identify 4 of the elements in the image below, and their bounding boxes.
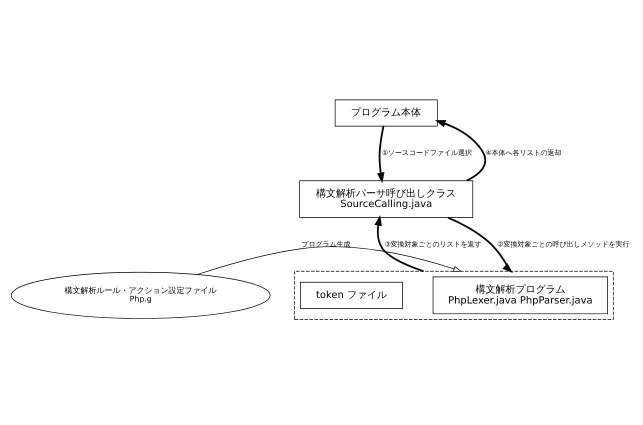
edge-label: ④本体へ各リストの返却 — [485, 148, 562, 158]
edge-label: ①ソースコードファイル選択 — [382, 148, 472, 158]
edge-label: ③変換対象ごとのリストを返す — [384, 240, 482, 249]
edge-label: ②変換対象ごとの呼び出しメソッドを実行 — [497, 240, 630, 249]
